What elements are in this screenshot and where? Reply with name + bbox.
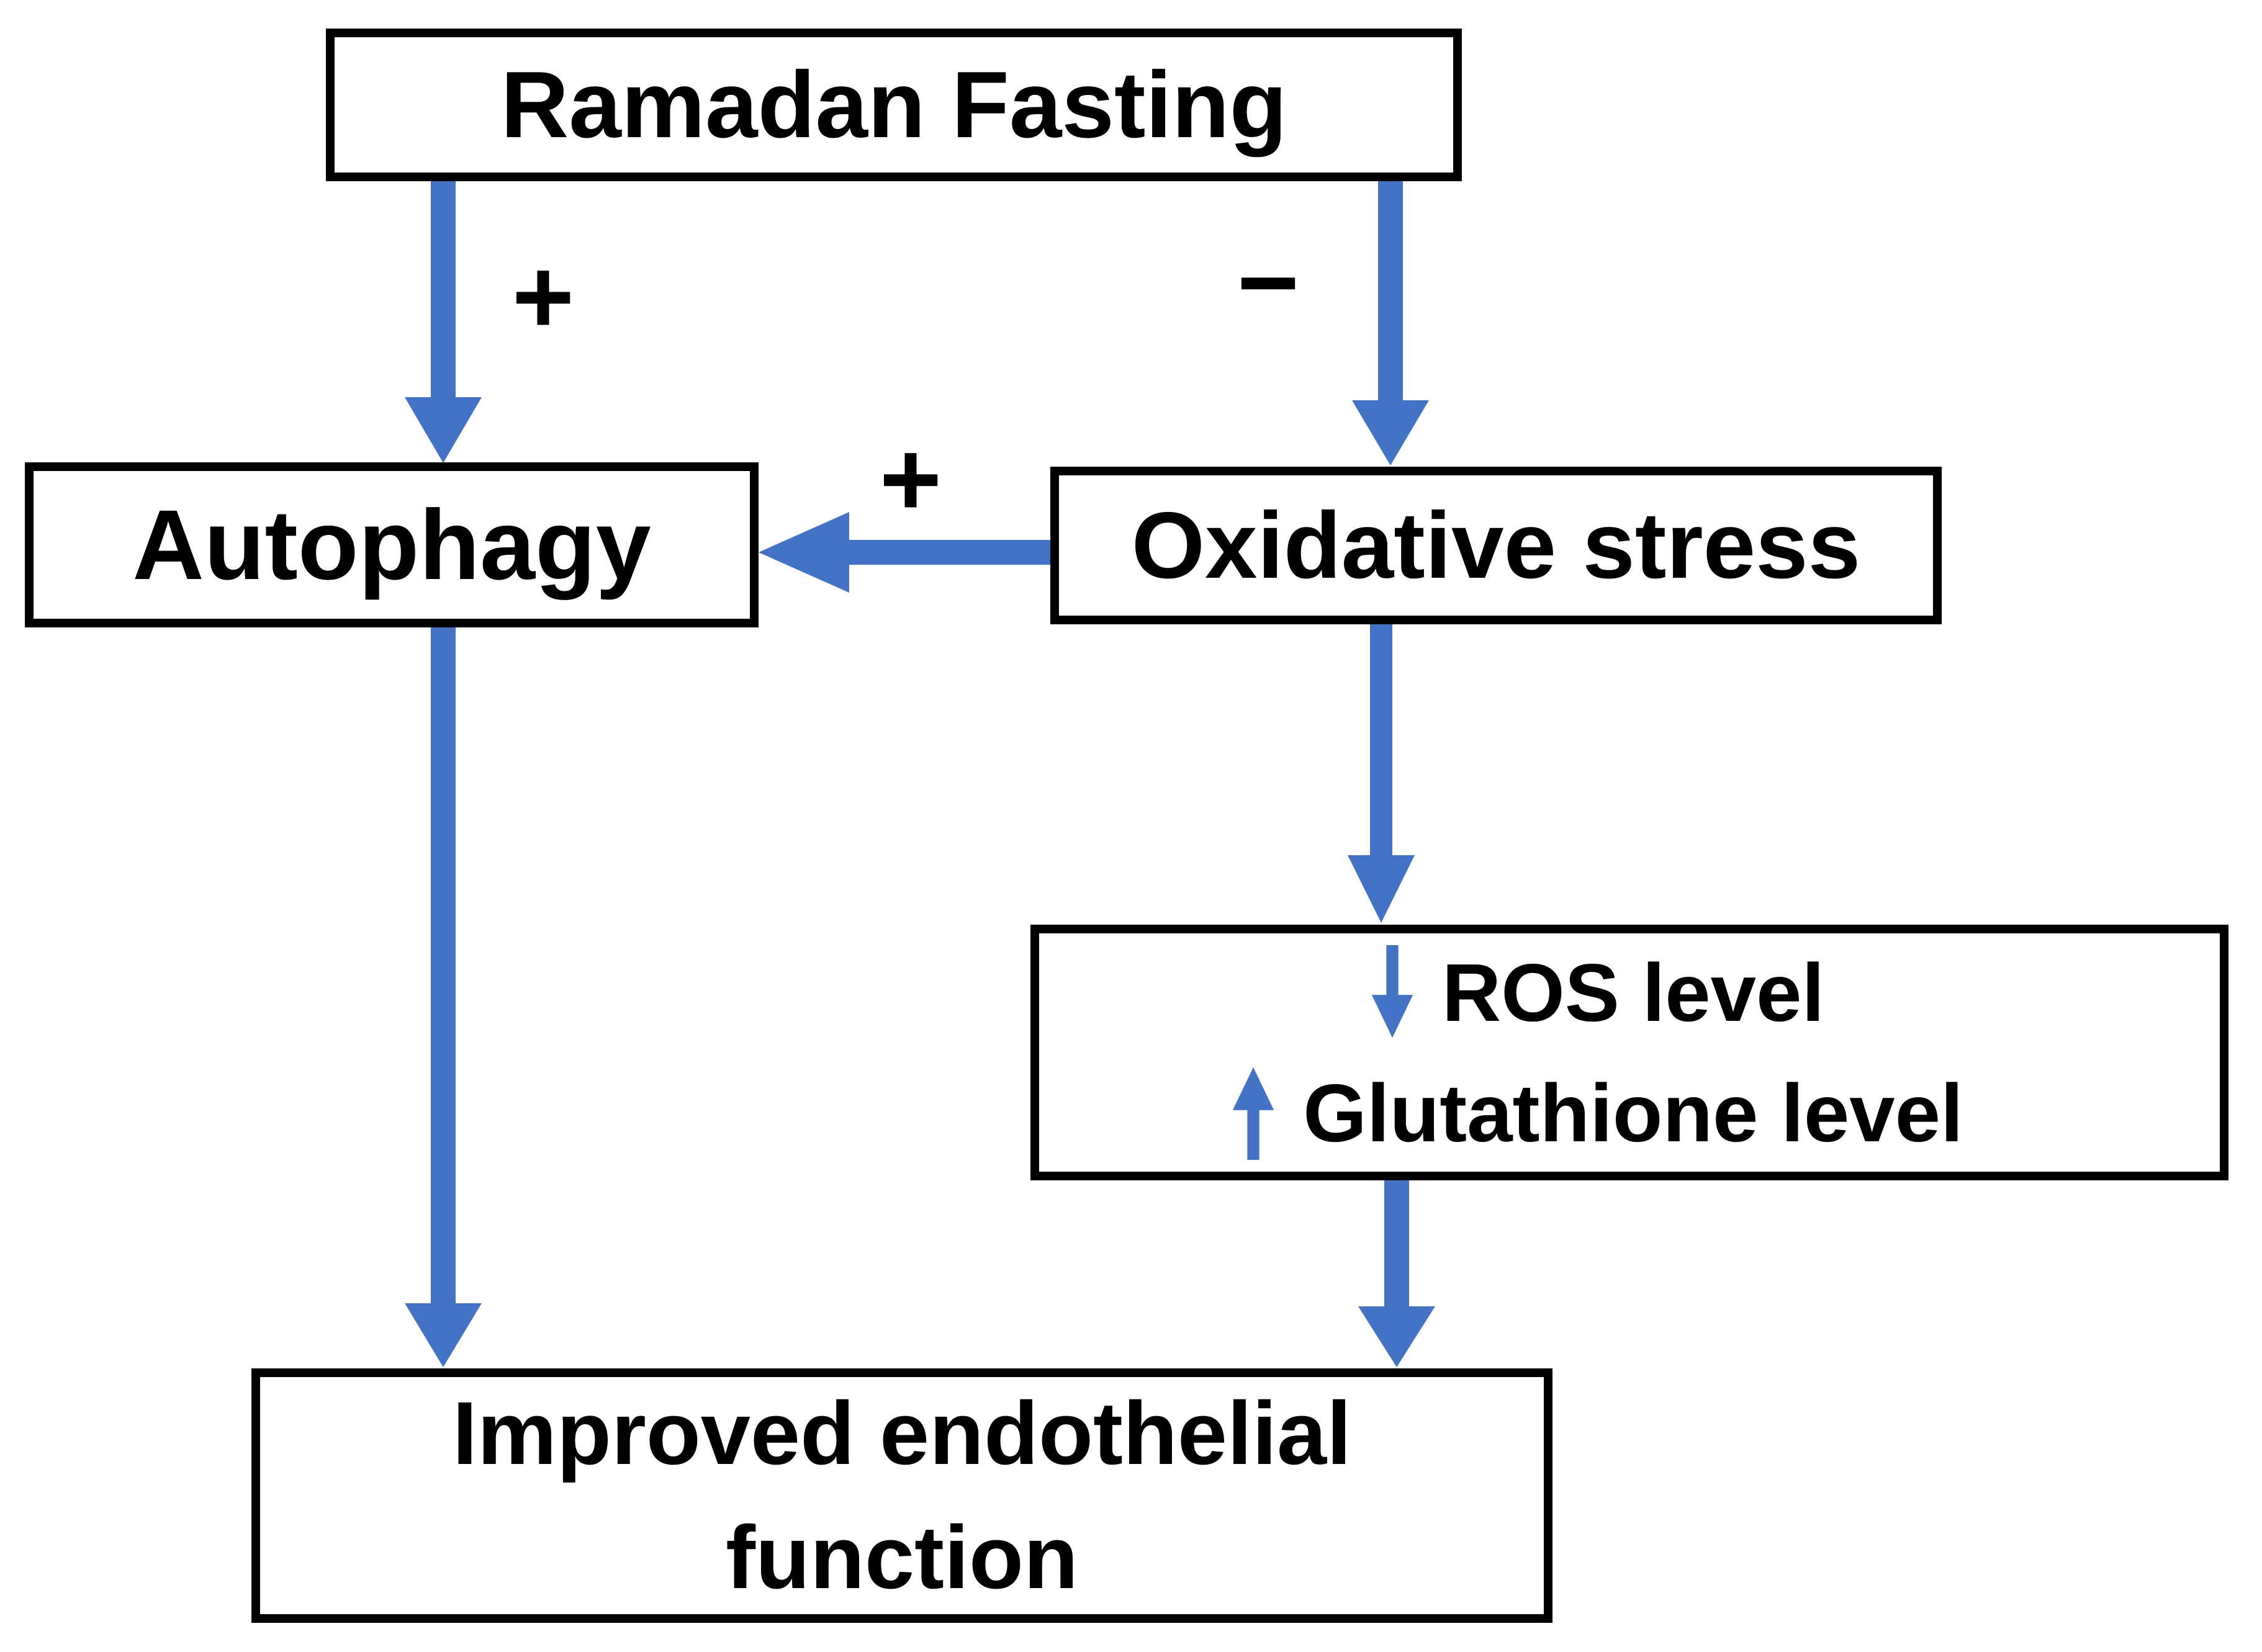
ros-level-label: ROS level — [1441, 946, 1825, 1038]
node-oxidative-stress-label: Oxidative stress — [1131, 492, 1861, 598]
glutathione-level-row: Glutathione level — [1227, 1066, 1963, 1160]
node-ramadan-fasting: Ramadan Fasting — [326, 29, 1462, 181]
arrow-oxidative-to-autophagy — [759, 512, 1052, 593]
node-autophagy-label: Autophagy — [132, 489, 651, 600]
improved-function-label-line1: Improved endothelial — [452, 1383, 1352, 1483]
node-oxidative-stress: Oxidative stress — [1050, 467, 1942, 624]
improved-function-label-line2: function — [726, 1507, 1078, 1607]
node-ros-glutathione: ROS level Glutathione level — [1030, 925, 2228, 1180]
arrow-ramadan-to-oxidative — [1352, 179, 1429, 465]
ros-level-row: ROS level — [1366, 945, 1824, 1039]
node-improved-endothelial-function: Improved endothelial function — [251, 1368, 1552, 1623]
edge-sign-ramadan-to-autophagy: + — [511, 237, 575, 356]
edge-sign-ramadan-to-oxidative: − — [1237, 223, 1300, 342]
arrow-oxidative-to-ros — [1348, 623, 1415, 923]
node-autophagy: Autophagy — [25, 462, 759, 627]
glutathione-level-label: Glutathione level — [1303, 1067, 1963, 1159]
decrease-arrow-icon — [1371, 945, 1413, 1038]
arrow-autophagy-to-improved — [405, 626, 482, 1367]
increase-arrow-icon — [1233, 1067, 1274, 1160]
arrow-ros-to-improved — [1358, 1178, 1435, 1367]
arrow-ramadan-to-autophagy — [405, 179, 482, 463]
node-ramadan-fasting-label: Ramadan Fasting — [500, 52, 1287, 158]
edge-sign-oxidative-to-autophagy: + — [879, 420, 942, 539]
